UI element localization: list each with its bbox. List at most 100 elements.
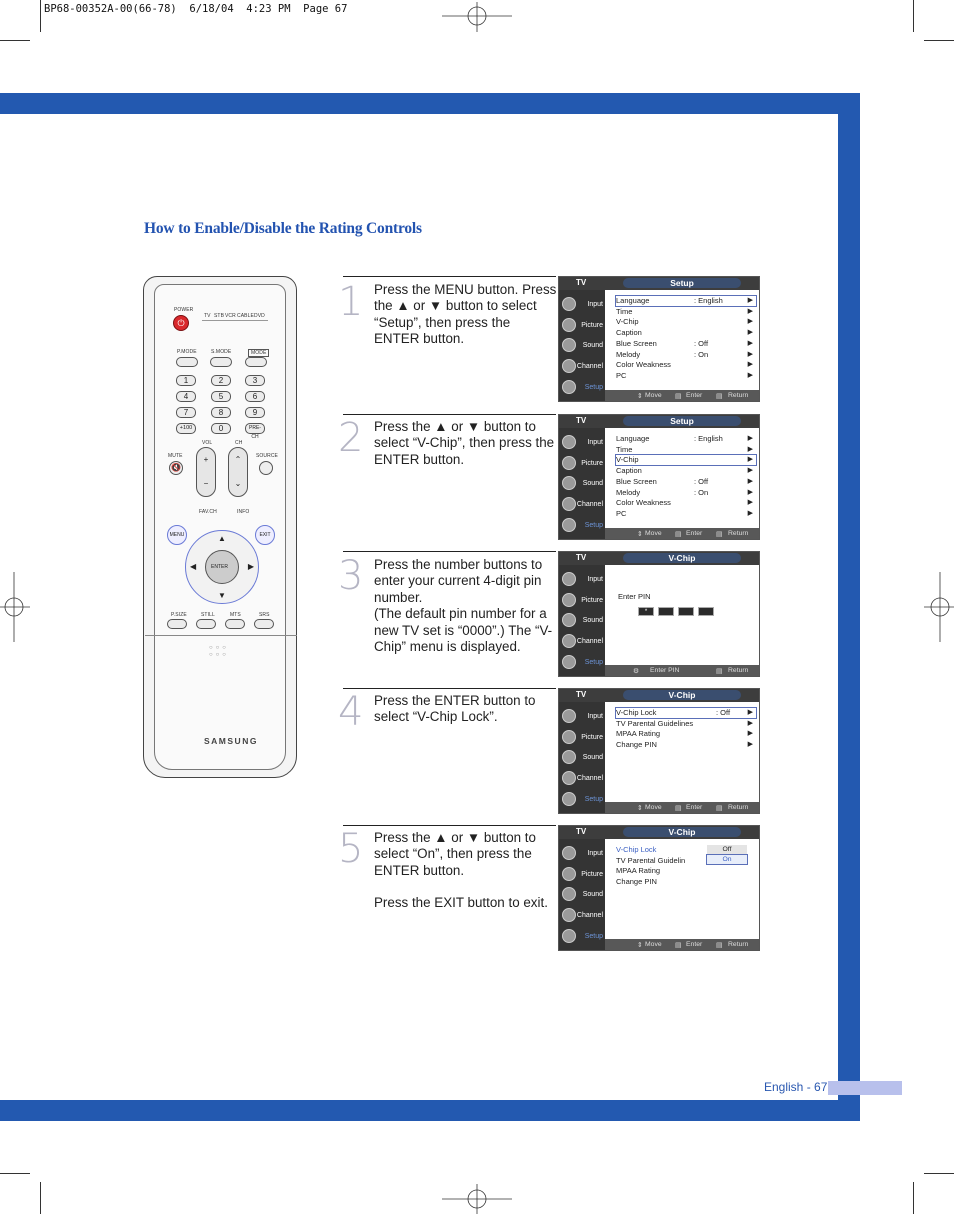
number-button-2[interactable]: 2 xyxy=(211,375,231,386)
osd-sidebar-item-setup[interactable]: Setup xyxy=(559,790,605,810)
number-button-7[interactable]: 7 xyxy=(176,407,196,418)
channel-rocker[interactable]: ⌃⌄ xyxy=(228,447,248,497)
osd-menu-row[interactable]: V-Chip▶ xyxy=(616,317,756,327)
number-button-0[interactable]: 0 xyxy=(211,423,231,434)
osd-menu-row[interactable]: Language: English▶ xyxy=(616,434,756,444)
osd-menu-row[interactable]: V-Chip Lock xyxy=(616,845,756,855)
osd-sidebar-item-sound[interactable]: Sound xyxy=(559,748,605,768)
return-icon: ▤ xyxy=(716,393,723,400)
pin-digit-box[interactable]: * xyxy=(638,607,654,616)
psize-button[interactable] xyxy=(167,619,187,629)
osd-menu-row[interactable]: V-Chip Lock: Off▶ xyxy=(615,707,757,719)
exit-button[interactable]: EXIT xyxy=(255,525,275,545)
power-button[interactable]: ⏻ xyxy=(173,315,189,331)
osd-menu-row[interactable]: MPAA Rating▶ xyxy=(616,729,756,739)
number-button-6[interactable]: 6 xyxy=(245,391,265,402)
osd-menu-row[interactable]: Color Weakness▶ xyxy=(616,360,756,370)
number-button-3[interactable]: 3 xyxy=(245,375,265,386)
move-icon: ⇕ xyxy=(637,805,643,812)
osd-menu-row[interactable]: Melody: On▶ xyxy=(616,488,756,498)
number-button-4[interactable]: 4 xyxy=(176,391,196,402)
setup-icon xyxy=(562,655,576,669)
pin-digit-box[interactable] xyxy=(698,607,714,616)
arrow-right-icon: ▶ xyxy=(747,467,753,475)
pin-digit-box[interactable] xyxy=(678,607,694,616)
osd-menu-row[interactable]: Blue Screen: Off▶ xyxy=(616,339,756,349)
dpad-down-icon[interactable]: ▼ xyxy=(218,591,226,600)
osd-sidebar-item-channel[interactable]: Channel xyxy=(559,357,605,377)
osd-menu-row[interactable]: Blue Screen: Off▶ xyxy=(616,477,756,487)
osd-sidebar-item-input[interactable]: Input xyxy=(559,295,605,315)
dpad[interactable]: ▲ ▼ ◀ ▶ ENTER xyxy=(185,530,259,604)
osd-menu-row[interactable]: Melody: On▶ xyxy=(616,350,756,360)
osd-sidebar-item-input[interactable]: Input xyxy=(559,707,605,727)
osd-sidebar-item-picture[interactable]: Picture xyxy=(559,591,605,611)
still-button[interactable] xyxy=(196,619,216,629)
osd-sidebar-item-channel[interactable]: Channel xyxy=(559,632,605,652)
osd-menu-row[interactable]: MPAA Rating xyxy=(616,866,756,876)
arrow-right-icon: ▶ xyxy=(747,435,753,442)
osd-menu-row[interactable]: Color Weakness▶ xyxy=(616,498,756,508)
osd-menu-row[interactable]: TV Parental Guidelin xyxy=(616,856,756,866)
osd-row-label: PC xyxy=(616,508,627,518)
osd-footer-enter: Enter xyxy=(686,804,703,811)
osd-menu-row[interactable]: TV Parental Guidelines▶ xyxy=(616,719,756,729)
osd-sidebar-item-input[interactable]: Input xyxy=(559,570,605,590)
mts-button[interactable] xyxy=(225,619,245,629)
smode-button[interactable] xyxy=(210,357,232,367)
osd-sidebar-item-setup[interactable]: Setup xyxy=(559,516,605,536)
mode-button[interactable] xyxy=(245,357,267,367)
osd-menu-row[interactable]: PC▶ xyxy=(616,371,756,381)
menu-button[interactable]: MENU xyxy=(167,525,187,545)
osd-sidebar-item-picture[interactable]: Picture xyxy=(559,454,605,474)
osd-sidebar-item-channel[interactable]: Channel xyxy=(559,769,605,789)
number-button-5[interactable]: 5 xyxy=(211,391,231,402)
setup-icon xyxy=(562,518,576,532)
osd-menu-row[interactable]: Language: English▶ xyxy=(615,295,757,307)
number-button-9[interactable]: 9 xyxy=(245,407,265,418)
srs-button[interactable] xyxy=(254,619,274,629)
osd-sidebar-item-sound[interactable]: Sound xyxy=(559,474,605,494)
osd-menu-row[interactable]: Change PIN xyxy=(616,877,756,887)
osd-sidebar-item-input[interactable]: Input xyxy=(559,433,605,453)
osd-sidebar-item-setup[interactable]: Setup xyxy=(559,653,605,673)
osd-sidebar-item-setup[interactable]: Setup xyxy=(559,927,605,947)
osd-footer-return: Return xyxy=(728,941,749,948)
source-button[interactable] xyxy=(259,461,273,475)
osd-menu-row[interactable]: Time▶ xyxy=(616,307,756,317)
osd-sidebar-item-picture[interactable]: Picture xyxy=(559,316,605,336)
volume-rocker[interactable]: +− xyxy=(196,447,216,497)
osd-menu-row[interactable]: Time▶ xyxy=(616,445,756,455)
osd-menu-row[interactable]: PC▶ xyxy=(616,509,756,519)
pmode-button[interactable] xyxy=(176,357,198,367)
osd-option-off[interactable]: Off xyxy=(707,845,747,854)
enter-button[interactable]: ENTER xyxy=(205,550,239,584)
osd-sidebar-item-sound[interactable]: Sound xyxy=(559,611,605,631)
source-select-buttons[interactable] xyxy=(202,320,268,329)
osd-sidebar-item-input[interactable]: Input xyxy=(559,844,605,864)
number-button-plus100[interactable]: +100 xyxy=(176,423,196,434)
osd-menu-row[interactable]: Caption▶ xyxy=(616,466,756,476)
mute-button[interactable]: 🔇 xyxy=(169,461,183,475)
pin-digit-box[interactable] xyxy=(658,607,674,616)
osd-menu-row[interactable]: V-Chip▶ xyxy=(615,454,757,467)
osd-menu-row[interactable]: Change PIN▶ xyxy=(616,740,756,750)
dpad-up-icon[interactable]: ▲ xyxy=(218,534,226,543)
osd-option-on[interactable]: On xyxy=(706,854,748,865)
osd-sidebar-item-channel[interactable]: Channel xyxy=(559,495,605,515)
osd-sidebar-item-sound[interactable]: Sound xyxy=(559,885,605,905)
osd-sidebar-item-picture[interactable]: Picture xyxy=(559,728,605,748)
osd-sidebar-item-picture[interactable]: Picture xyxy=(559,865,605,885)
ch-label: CH xyxy=(235,440,243,446)
osd-menu-row[interactable]: Caption▶ xyxy=(616,328,756,338)
dpad-right-icon[interactable]: ▶ xyxy=(247,562,254,571)
dpad-left-icon[interactable]: ◀ xyxy=(190,562,197,571)
osd-title: Setup xyxy=(623,416,741,426)
osd-sidebar-item-sound[interactable]: Sound xyxy=(559,336,605,356)
osd-sidebar-item-setup[interactable]: Setup xyxy=(559,378,605,398)
pre-ch-button[interactable]: PRE-CH xyxy=(245,423,265,440)
osd-sidebar-item-channel[interactable]: Channel xyxy=(559,906,605,926)
step-2-rule xyxy=(343,414,556,415)
number-button-8[interactable]: 8 xyxy=(211,407,231,418)
number-button-1[interactable]: 1 xyxy=(176,375,196,386)
